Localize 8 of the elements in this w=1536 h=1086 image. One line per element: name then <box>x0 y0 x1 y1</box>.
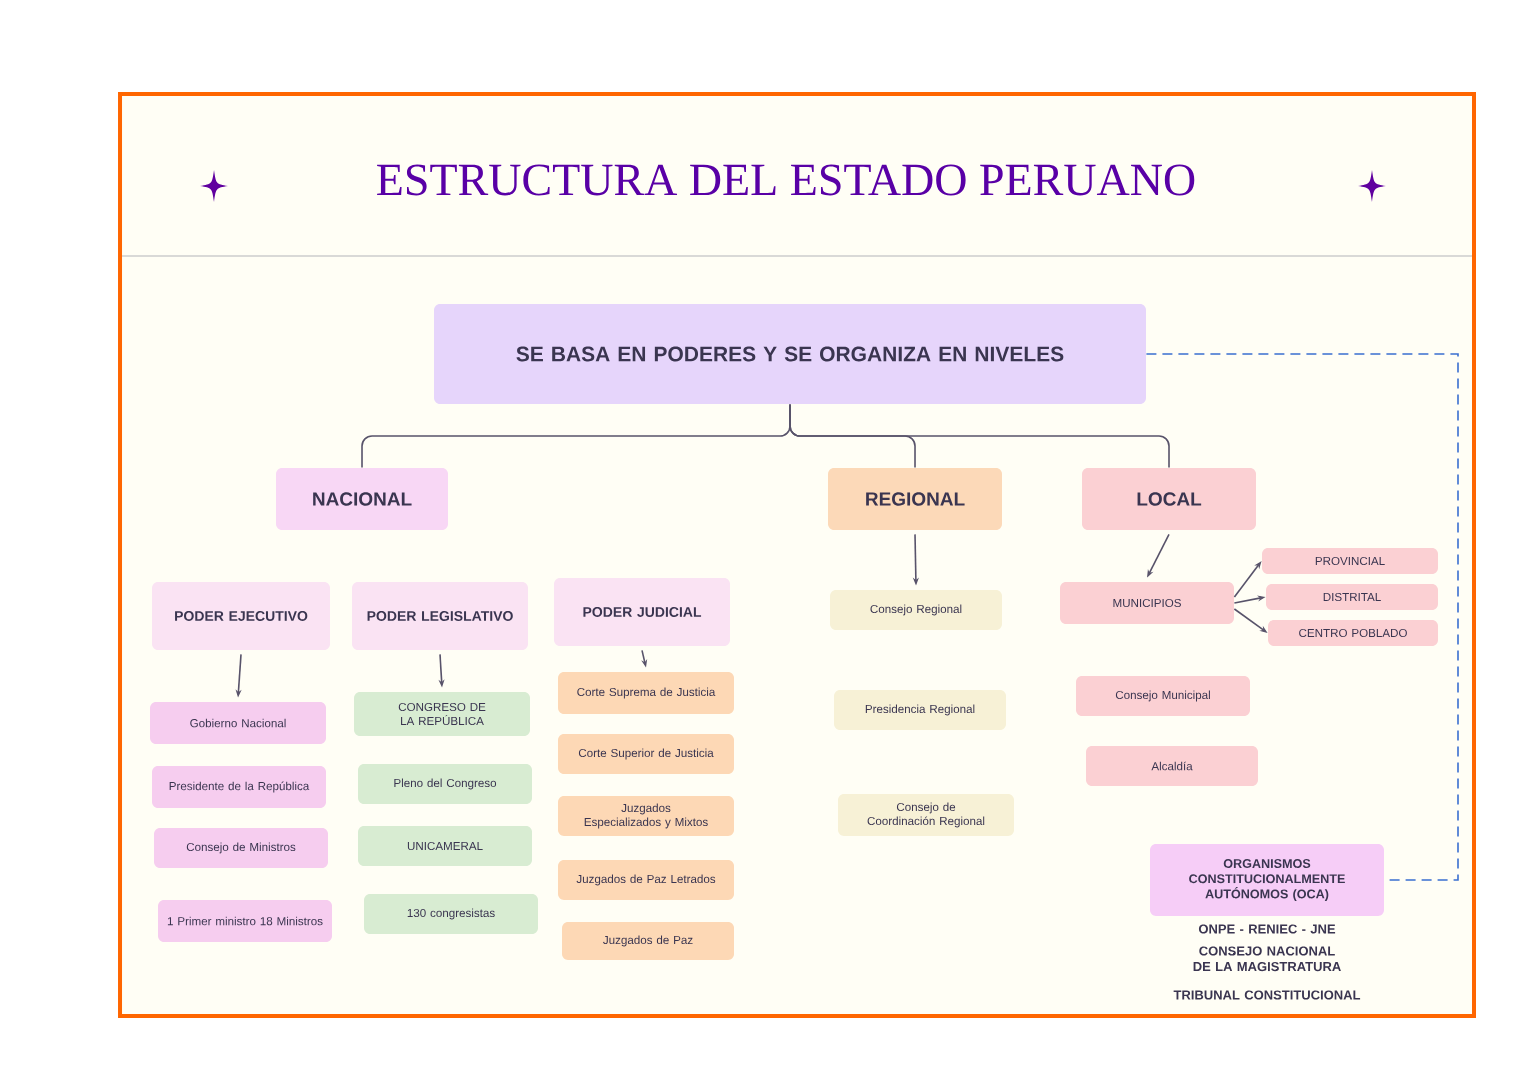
connector <box>789 403 1170 469</box>
connector <box>1145 353 1459 881</box>
topic-box: SE BASA EN PODERES Y SE ORGANIZA EN NIVELES <box>434 304 1146 404</box>
arrow <box>1233 561 1262 598</box>
title: ESTRUCTURA DEL ESTADO PERUANO <box>377 164 1195 196</box>
level-box: LOCAL <box>1082 468 1256 530</box>
level-box: REGIONAL <box>828 468 1002 530</box>
level-box: NACIONAL <box>276 468 448 530</box>
